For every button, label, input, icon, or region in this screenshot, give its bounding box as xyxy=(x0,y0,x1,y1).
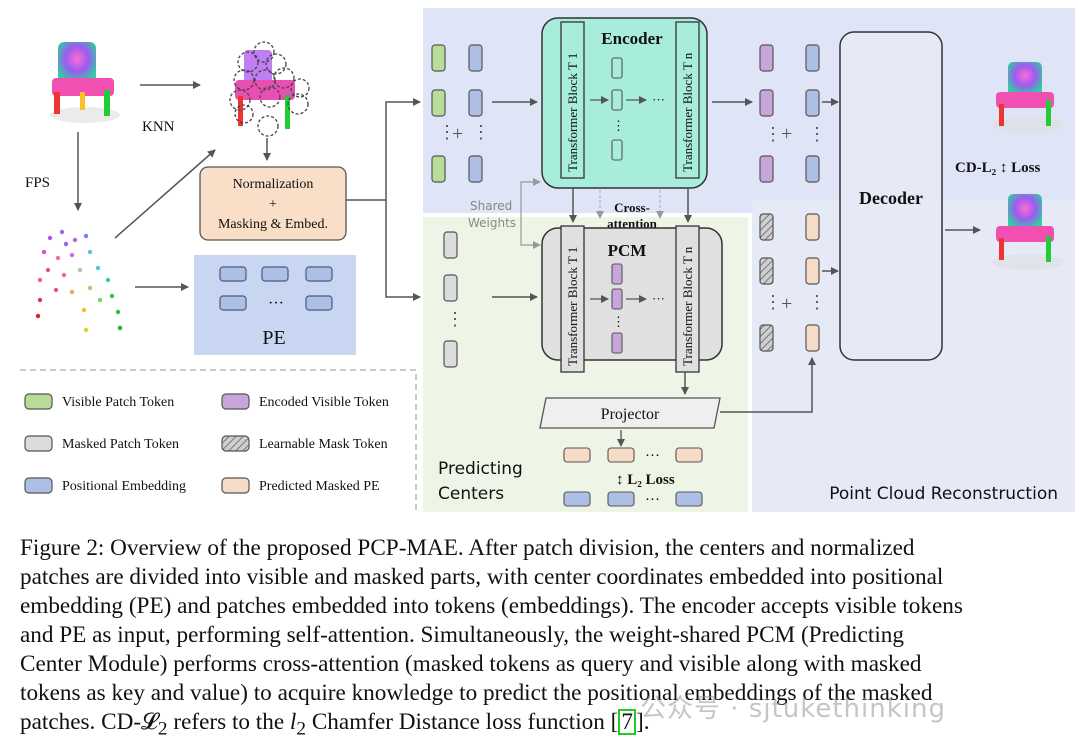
masking-embed-label: Masking & Embed. xyxy=(218,217,328,232)
svg-text:⋮: ⋮ xyxy=(764,292,782,312)
decoder-block xyxy=(839,31,943,361)
ground-truth-chair xyxy=(992,62,1064,133)
legend-swatch xyxy=(24,435,53,452)
legend-label: Masked Patch Token xyxy=(62,437,179,452)
encoder-block-1-label: Transformer Block T 1 xyxy=(565,53,580,172)
normalization-box xyxy=(199,166,347,241)
figure-caption: Figure 2: Overview of the proposed PCP-M… xyxy=(20,534,1070,744)
pcm-title: PCM xyxy=(608,241,647,260)
legend-label: Learnable Mask Token xyxy=(259,437,388,452)
svg-text:···: ··· xyxy=(652,291,665,306)
watermark: 公众号 · sjtukethinking xyxy=(640,694,947,724)
caption-line: Center Module) performs cross-attention … xyxy=(20,651,922,677)
citation-link[interactable]: 7 xyxy=(618,709,636,735)
legend: Visible Patch Token Encoded Visible Token… xyxy=(24,393,389,494)
legend-swatch xyxy=(221,477,250,494)
legend-swatch xyxy=(221,435,250,452)
pcm-l2-loss: ↕ L₂ Loss xyxy=(616,472,675,488)
svg-text:+: + xyxy=(452,123,463,145)
encoder-block-n-label: Transformer Block T n xyxy=(680,52,695,172)
svg-text:⋮: ⋮ xyxy=(438,122,456,142)
cd-loss-label: CD-L₂ ↕ Loss xyxy=(955,160,1041,176)
legend-label: Positional Embedding xyxy=(62,479,186,494)
point-cloud-reconstruction-label: Point Cloud Reconstruction xyxy=(829,484,1058,504)
caption-line: embedding (PE) and patches embedded into… xyxy=(20,593,963,619)
caption-line: and PE as input, performing self-attenti… xyxy=(20,622,904,648)
caption-line: patches are divided into visible and mas… xyxy=(20,564,944,590)
svg-text:···: ··· xyxy=(645,448,660,464)
projector-box xyxy=(539,397,721,429)
knn-grouped-chair xyxy=(229,41,310,137)
legend-swatch xyxy=(24,477,53,494)
reconstructed-chair xyxy=(992,194,1064,270)
legend-swatch xyxy=(221,393,250,410)
pcm-block-1-label: Transformer Block T 1 xyxy=(565,247,580,366)
fps-label: FPS xyxy=(25,175,50,191)
svg-text:⋮: ⋮ xyxy=(808,292,826,312)
caption-line: Figure 2: Overview of the proposed PCP-M… xyxy=(20,535,915,561)
knn-label: KNN xyxy=(142,119,175,135)
svg-text:⋮: ⋮ xyxy=(764,124,782,144)
pcp-mae-figure: KNN FPS Normalization + Masking & Embed.… xyxy=(20,8,1075,512)
shared-weights-label-1: Shared xyxy=(470,199,512,213)
decoder-label: Decoder xyxy=(859,188,923,208)
predicting-centers-label-2: Centers xyxy=(438,484,504,504)
svg-text:⋮: ⋮ xyxy=(808,124,826,144)
caption-line: tokens as key and value) to acquire know… xyxy=(20,680,933,706)
encoder-title: Encoder xyxy=(601,29,663,48)
legend-label: Visible Patch Token xyxy=(62,395,174,410)
normalization-plus: + xyxy=(269,197,277,212)
legend-label: Encoded Visible Token xyxy=(259,395,389,410)
encoder-panel xyxy=(423,8,1075,213)
legend-swatch xyxy=(24,393,53,410)
svg-text:···: ··· xyxy=(645,492,660,508)
svg-text:⋮: ⋮ xyxy=(612,314,625,329)
normalization-label: Normalization xyxy=(233,177,314,192)
svg-text:+: + xyxy=(781,293,792,315)
svg-text:+: + xyxy=(781,123,792,145)
pe-ellipsis: ··· xyxy=(268,295,284,312)
fps-sampled-points xyxy=(35,229,123,333)
predicting-centers-label-1: Predicting xyxy=(438,459,523,479)
legend-label: Predicted Masked PE xyxy=(259,479,380,494)
shared-weights-label-2: Weights xyxy=(468,216,516,230)
projector-label: Projector xyxy=(601,406,660,423)
svg-text:⋮: ⋮ xyxy=(612,118,625,133)
pe-label: PE xyxy=(262,327,285,349)
svg-text:···: ··· xyxy=(652,92,665,107)
cross-attention-label-1: Cross- xyxy=(614,200,650,215)
caption-line: patches. CD-𝓛2 refers to the l2 Chamfer … xyxy=(20,709,650,740)
chair-point-cloud xyxy=(50,42,120,123)
svg-text:⋮: ⋮ xyxy=(446,309,464,329)
pcm-block-n-label: Transformer Block T n xyxy=(680,246,695,366)
svg-text:⋮: ⋮ xyxy=(472,122,490,142)
